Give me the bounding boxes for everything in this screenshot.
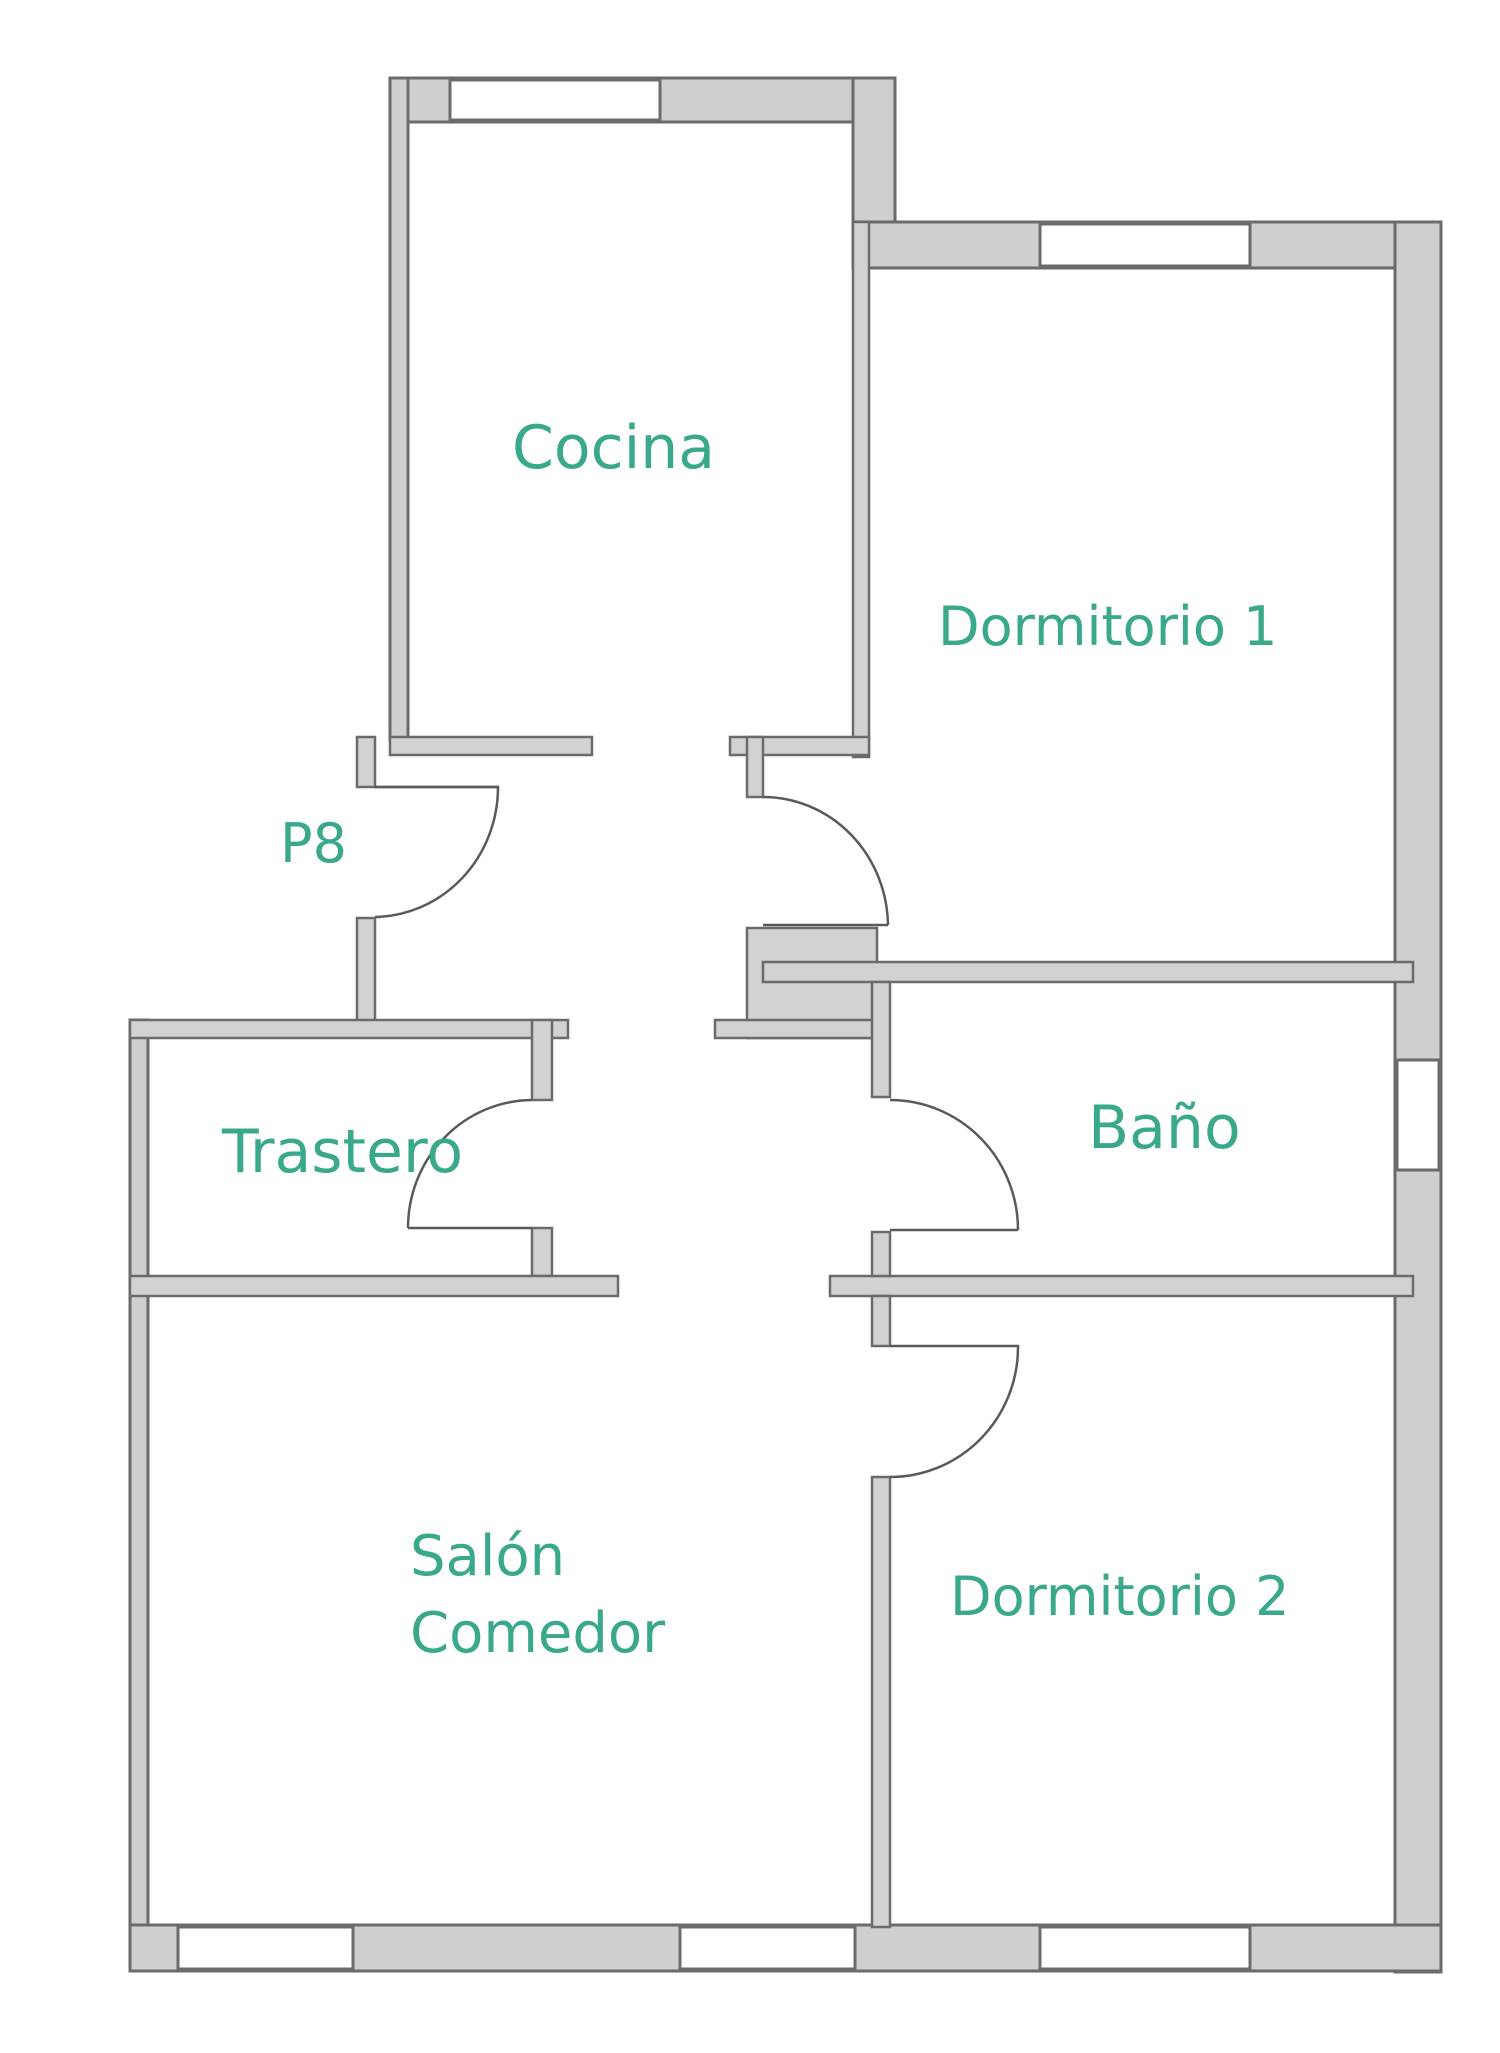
wall-trastero-bottom (128, 1274, 620, 1298)
window-dorm2 (1038, 1925, 1252, 1971)
door-p8 (374, 785, 500, 919)
window-salon-right (678, 1925, 857, 1971)
wall-dorm2-jamb-upper (870, 1294, 892, 1348)
wall-kitchen-bottom-right (728, 735, 871, 757)
window-salon-left (176, 1925, 355, 1971)
label-cocina: Cocina (512, 413, 715, 483)
wall-salon-dorm2 (870, 1475, 892, 1929)
label-dormitorio-2: Dormitorio 2 (950, 1565, 1289, 1628)
door-dorm2 (889, 1344, 1020, 1479)
label-bano: Baño (1088, 1093, 1241, 1163)
wall-left (128, 1018, 150, 1972)
windows (176, 78, 1441, 1971)
wall-corridor-ledge (713, 1018, 879, 1040)
window-dorm1 (1038, 222, 1252, 268)
wall-kitchen-bottom-left (388, 735, 594, 757)
wall-p8-lower (355, 916, 377, 1025)
door-bano (889, 1098, 1020, 1231)
door-trastero (406, 1098, 533, 1229)
interior-walls (128, 220, 1415, 1929)
label-salon-line1: Salón (410, 1524, 565, 1589)
door-dorm1 (762, 795, 890, 926)
room-labels: Cocina Dormitorio 1 P8 Trastero Baño Sal… (221, 413, 1289, 1666)
wall-bano-dorm2 (828, 1274, 1415, 1298)
wall-bano-left-upper (870, 980, 892, 1099)
wall-trastero-jamb-lower (530, 1226, 554, 1278)
wall-dorm1-jamb-upper (745, 735, 765, 799)
label-p8: P8 (280, 812, 347, 875)
label-dormitorio-1: Dormitorio 1 (938, 595, 1277, 658)
label-salon-line2: Comedor (410, 1601, 666, 1666)
wall-dorm1-bottom (761, 960, 1415, 984)
wall-trastero-top (128, 1018, 570, 1040)
wall-kitchen-dorm1 (851, 220, 871, 759)
wall-p8-jamb-upper (355, 735, 377, 789)
wall-bano-jamb-lower (870, 1230, 892, 1278)
wall-kitchen-left (388, 76, 410, 742)
doors (374, 785, 1020, 1479)
wall-trastero-jamb-upper (530, 1018, 554, 1102)
window-bano (1395, 1058, 1441, 1172)
label-trastero: Trastero (221, 1117, 463, 1187)
window-kitchen (448, 78, 662, 122)
